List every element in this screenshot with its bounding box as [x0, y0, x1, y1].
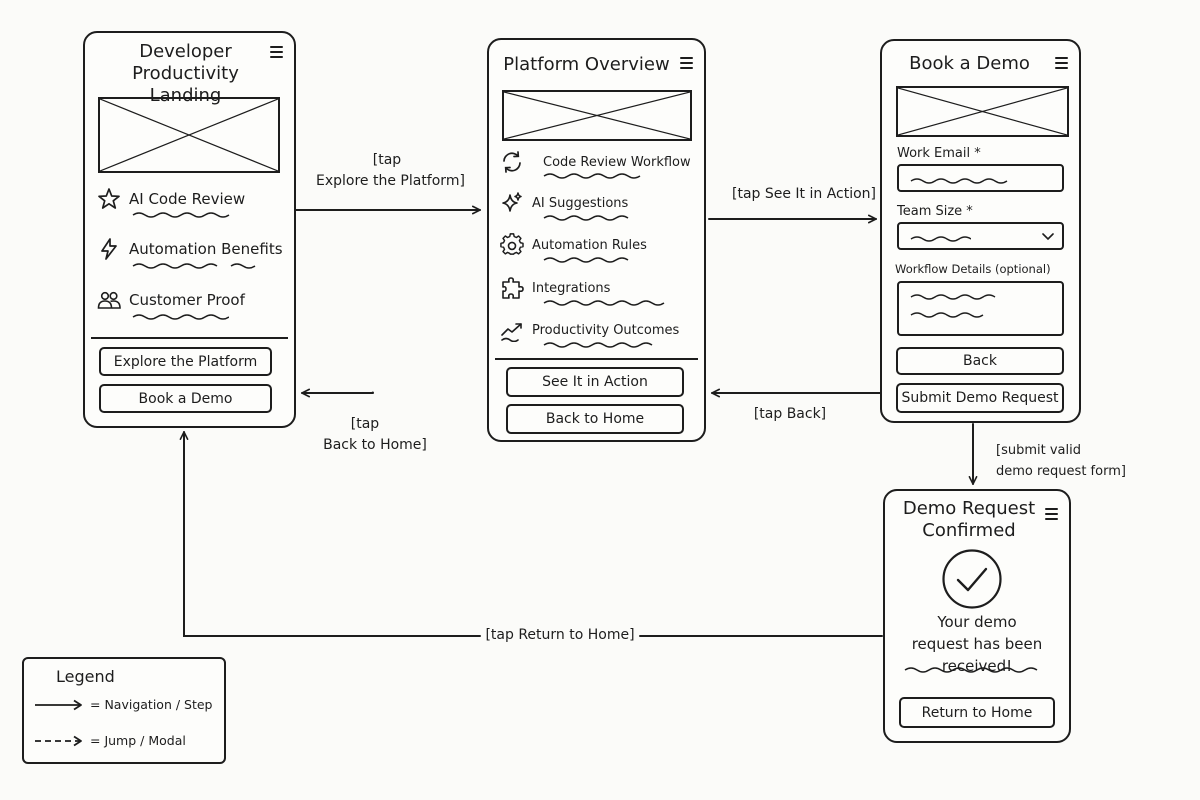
- refresh-icon: [500, 150, 524, 174]
- select-value-placeholder: [909, 235, 971, 243]
- legend-navigation-label: = Navigation / Step: [90, 697, 213, 712]
- people-icon: [97, 288, 121, 312]
- back-button[interactable]: Back: [896, 347, 1064, 375]
- workflow-details-label: Workflow Details (optional): [895, 262, 1051, 276]
- menu-icon[interactable]: [680, 57, 693, 69]
- submit-demo-request-button[interactable]: Submit Demo Request: [896, 383, 1064, 413]
- text-placeholder: [542, 214, 634, 222]
- text-placeholder: [542, 299, 666, 307]
- chevron-down-icon: [1042, 231, 1054, 241]
- team-size-select[interactable]: [897, 222, 1064, 250]
- platform-item-code-review-workflow: Code Review Workflow: [500, 150, 691, 174]
- confirmation-title: Demo Request Confirmed: [902, 498, 1036, 541]
- text-placeholder: [542, 256, 634, 264]
- transition-label-explore: [tap Explore the Platform]: [316, 150, 465, 192]
- landing-screen: Developer Productivity Landing AI Code R…: [83, 31, 296, 428]
- gear-icon: [500, 233, 524, 257]
- transition-line: Back to Home]: [323, 437, 427, 453]
- platform-item-label: Automation Rules: [532, 237, 647, 253]
- check-circle-icon: [941, 548, 1003, 610]
- transition-label-tap-back: [tap Back]: [753, 406, 827, 422]
- menu-icon[interactable]: [270, 46, 283, 58]
- divider: [495, 358, 698, 360]
- transition-line: demo request form]: [996, 464, 1126, 479]
- text-placeholder: [131, 211, 235, 219]
- platform-item-ai-suggestions: AI Suggestions: [500, 191, 628, 215]
- overview-image-placeholder: [502, 90, 692, 141]
- platform-item-label: Code Review Workflow: [543, 154, 691, 170]
- trend-up-icon: [500, 318, 524, 342]
- text-placeholder: [903, 666, 1043, 674]
- legend: Legend = Navigation / Step = Jump / Moda…: [22, 657, 226, 764]
- textarea-line-placeholder: [909, 311, 989, 319]
- feature-customer-proof: Customer Proof: [97, 288, 245, 312]
- sparkle-icon: [500, 191, 524, 215]
- arrow-platform-to-landing: [302, 393, 374, 394]
- solid-arrow-icon: [35, 699, 82, 710]
- transition-label-submit: [submit valid demo request form]: [996, 440, 1126, 482]
- team-size-label: Team Size *: [897, 204, 973, 219]
- see-in-action-button[interactable]: See It in Action: [506, 367, 684, 397]
- legend-row-jump: = Jump / Modal: [34, 733, 186, 748]
- feature-label: AI Code Review: [129, 190, 246, 208]
- feature-label: Automation Benefits: [129, 240, 283, 258]
- textarea-line-placeholder: [909, 293, 999, 301]
- book-demo-screen: Book a Demo Work Email * Team Size * Wor…: [880, 39, 1081, 423]
- text-placeholder: [131, 262, 261, 270]
- text-placeholder: [542, 341, 654, 349]
- divider: [91, 337, 288, 339]
- platform-item-automation-rules: Automation Rules: [500, 233, 647, 257]
- puzzle-icon: [500, 276, 524, 300]
- platform-item-label: Productivity Outcomes: [532, 322, 680, 338]
- return-to-home-button[interactable]: Return to Home: [899, 697, 1055, 728]
- star-icon: [97, 187, 121, 211]
- transition-line: [tap: [350, 416, 380, 432]
- feature-label: Customer Proof: [129, 291, 245, 309]
- transition-label-see-action: [tap See It in Action]: [732, 186, 877, 202]
- lightning-icon: [97, 237, 121, 261]
- platform-overview-screen: Platform Overview Code Review Workflow A…: [487, 38, 706, 442]
- menu-icon[interactable]: [1045, 508, 1058, 520]
- demo-image-placeholder: [896, 86, 1069, 137]
- feature-automation-benefits: Automation Benefits: [97, 237, 283, 261]
- transition-label-return-home: [tap Return to Home]: [485, 627, 635, 643]
- work-email-field[interactable]: [897, 164, 1064, 192]
- hero-image-placeholder: [98, 97, 280, 173]
- confirmation-message: Your demo request has been received!: [911, 613, 1043, 675]
- back-to-home-button[interactable]: Back to Home: [506, 404, 684, 434]
- text-placeholder: [131, 313, 229, 321]
- platform-item-productivity-outcomes: Productivity Outcomes: [500, 318, 679, 342]
- text-placeholder: [542, 172, 646, 180]
- input-value-placeholder: [909, 177, 1009, 185]
- transition-line: [submit valid: [996, 443, 1081, 458]
- book-demo-button[interactable]: Book a Demo: [99, 384, 272, 413]
- demo-title: Book a Demo: [909, 53, 1030, 74]
- confirmation-screen: Demo Request Confirmed Your demo request…: [883, 489, 1071, 743]
- transition-line: [tap: [372, 152, 402, 168]
- workflow-details-textarea[interactable]: [897, 281, 1064, 336]
- platform-item-label: AI Suggestions: [532, 195, 629, 211]
- platform-item-label: Integrations: [532, 280, 611, 296]
- platform-title: Platform Overview: [503, 54, 670, 75]
- landing-title: Developer Productivity Landing: [132, 41, 239, 106]
- legend-row-navigation: = Navigation / Step: [34, 697, 213, 712]
- menu-icon[interactable]: [1055, 57, 1068, 69]
- work-email-label: Work Email *: [897, 146, 981, 161]
- arrow-confirmed-to-landing: [184, 432, 883, 637]
- transition-line: Explore the Platform]: [316, 173, 465, 189]
- explore-platform-button[interactable]: Explore the Platform: [99, 347, 272, 376]
- legend-jump-label: = Jump / Modal: [90, 733, 186, 748]
- platform-item-integrations: Integrations: [500, 276, 610, 300]
- dashed-arrow-icon: [35, 735, 82, 746]
- feature-ai-code-review: AI Code Review: [97, 187, 245, 211]
- transition-label-back-home: [tap Back to Home]: [323, 414, 427, 456]
- legend-title: Legend: [56, 667, 115, 686]
